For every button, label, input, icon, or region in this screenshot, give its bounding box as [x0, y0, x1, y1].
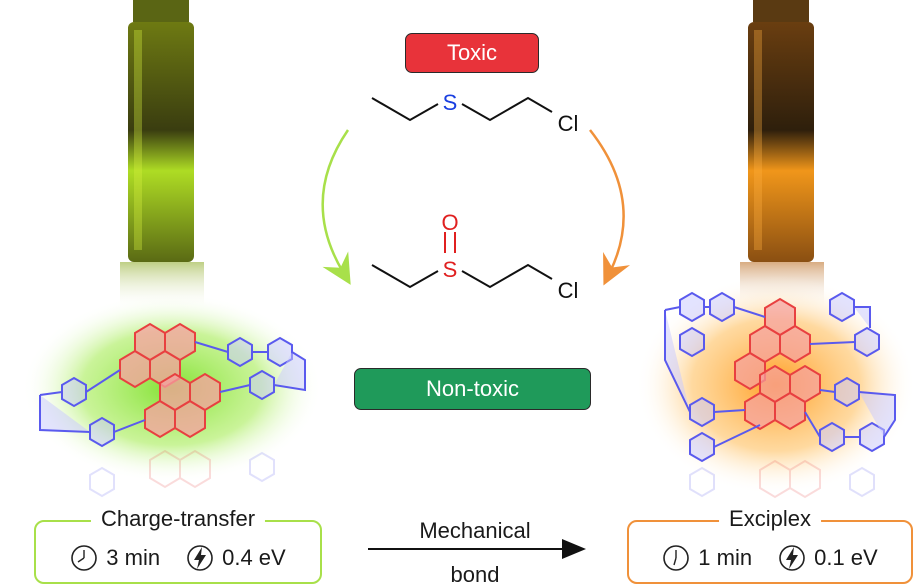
charge-transfer-energy: 0.4 eV [222, 545, 286, 570]
lightning-icon [187, 545, 213, 571]
green-vial [120, 0, 204, 310]
clock-icon [71, 545, 98, 571]
sulfur-atom-bottom: S [443, 257, 458, 282]
exciplex-box: Exciplex 1 min 0.1 eV [627, 506, 913, 584]
clock-icon [663, 545, 690, 571]
exciplex-energy: 0.1 eV [814, 545, 878, 570]
oxygen-atom: O [441, 210, 458, 235]
exciplex-complex [664, 291, 896, 463]
toxic-label: Toxic [446, 40, 498, 65]
sulfoxide-molecule [371, 263, 553, 289]
exciplex-title: Exciplex [719, 506, 821, 532]
charge-transfer-reflection [89, 449, 275, 498]
bond-label: bond [450, 562, 500, 587]
toxic-badge: Toxic [405, 33, 539, 73]
exciplex-reflection [689, 459, 875, 499]
green-curved-arrow [321, 129, 351, 285]
charge-transfer-box: Charge-transfer 3 min 0.4 eV [34, 506, 322, 584]
charge-transfer-complex [39, 322, 306, 448]
non-toxic-badge: Non-toxic [354, 368, 591, 410]
charge-transfer-time: 3 min [106, 545, 161, 570]
chlorine-atom-bottom: Cl [558, 278, 579, 303]
lightning-icon [779, 545, 805, 571]
sulfoxide-double-bond [444, 232, 456, 253]
mustard-molecule [371, 96, 553, 122]
mechanical-label: Mechanical [419, 518, 531, 543]
chlorine-atom-top: Cl [558, 111, 579, 136]
orange-vial [740, 0, 824, 310]
charge-transfer-title: Charge-transfer [90, 506, 266, 532]
non-toxic-label: Non-toxic [426, 376, 519, 401]
orange-curved-arrow [589, 129, 631, 286]
sulfur-atom-top: S [443, 90, 458, 115]
exciplex-time: 1 min [698, 545, 753, 570]
